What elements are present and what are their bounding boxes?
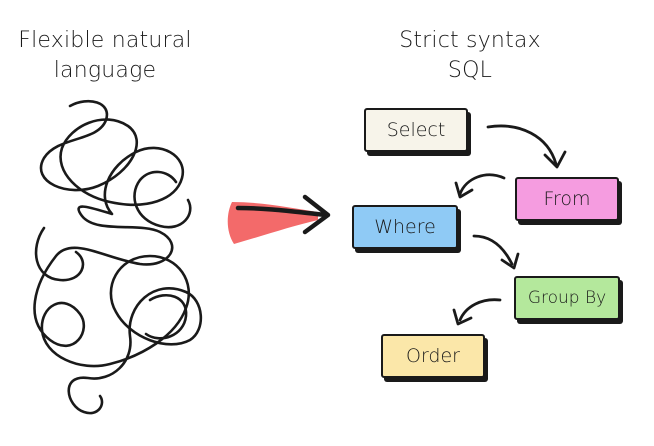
sql-box-from: From <box>515 177 619 221</box>
tangled-line-icon <box>33 99 203 415</box>
sql-box-where-label: Where <box>374 216 436 238</box>
sql-box-order-label: Order <box>406 345 460 367</box>
right-arrow-icon <box>227 194 331 244</box>
sql-box-from-label: From <box>543 188 591 210</box>
heading-natural-language-line2: language <box>53 58 157 83</box>
sql-box-select: Select <box>364 108 468 152</box>
heading-strict-sql-line1: Strict syntax <box>399 28 541 53</box>
heading-strict-sql: Strict syntax SQL <box>360 26 580 86</box>
sql-box-group-by: Group By <box>514 276 620 320</box>
sql-box-select-label: Select <box>386 119 446 141</box>
sql-box-group-by-label: Group By <box>527 288 607 308</box>
sql-box-where: Where <box>352 205 458 249</box>
curved-arrow-icon <box>452 124 567 326</box>
sql-box-order: Order <box>381 334 485 378</box>
heading-natural-language-line1: Flexible natural <box>18 28 192 53</box>
heading-strict-sql-line2: SQL <box>447 58 493 83</box>
heading-natural-language: Flexible natural language <box>0 26 210 86</box>
